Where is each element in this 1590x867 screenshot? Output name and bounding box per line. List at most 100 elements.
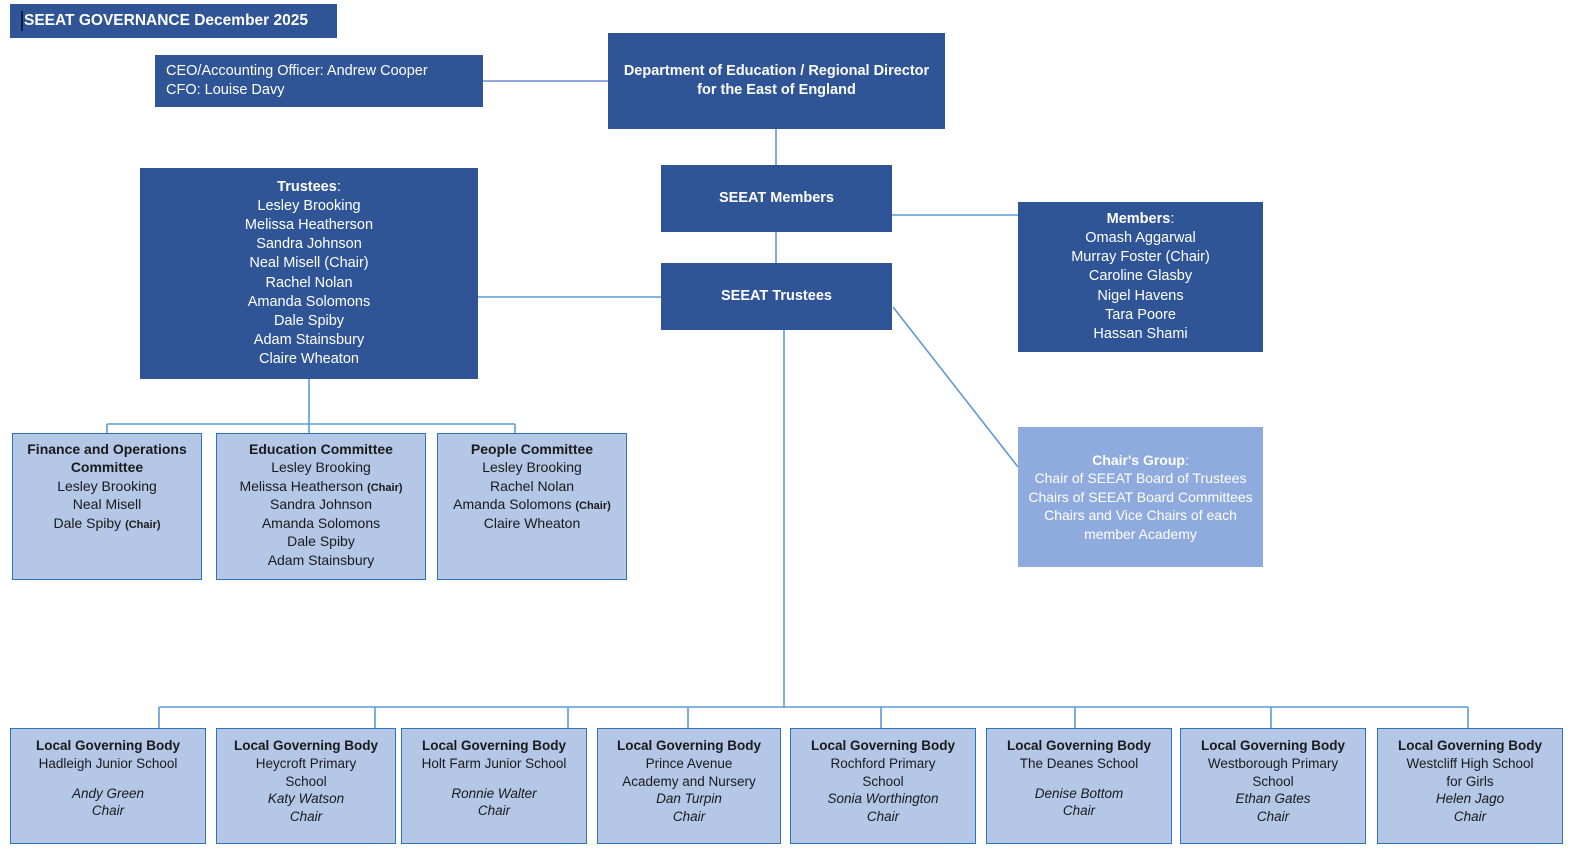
lgb-chair-role: Chair — [866, 809, 900, 825]
chairs-group-line: Chairs and Vice Chairs of each member Ac… — [1044, 507, 1237, 542]
members-heading-suffix: : — [1170, 211, 1175, 228]
lgb-chair-role: Chair — [672, 809, 706, 825]
dfe-line-2: for the East of England — [697, 82, 856, 98]
connector-trustees-to-chairs-group — [892, 306, 1019, 468]
committee-member: Amanda Solomons (Chair) — [453, 496, 611, 513]
trustees-heading-text: Trustees — [277, 178, 337, 195]
lgb-school-name: The Deanes School — [1019, 755, 1139, 771]
committee-title-line2: Committee — [70, 459, 144, 476]
trustee-name: Amanda Solomons — [247, 293, 371, 310]
committee-member: Lesley Brooking — [271, 459, 371, 476]
lgb-school-name: Heycroft Primary — [255, 755, 357, 771]
member-name: Murray Foster (Chair) — [1071, 249, 1210, 266]
lgb-chair-role: Chair — [91, 803, 125, 819]
lgb-chair-name: Denise Bottom — [1034, 785, 1124, 801]
trustee-name: Sandra Johnson — [256, 236, 362, 253]
lgb-label: Local Governing Body — [35, 738, 181, 753]
lgb-chair-name: Andy Green — [71, 785, 145, 801]
member-name: Omash Aggarwal — [1085, 230, 1196, 247]
lgb-label: Local Governing Body — [233, 738, 379, 753]
lgb-chair-name: Katy Watson — [267, 791, 345, 807]
committee-member: Rachel Nolan — [489, 477, 575, 494]
lgb-school-name: Hadleigh Junior School — [38, 755, 178, 771]
committee-member: Neal Misell — [72, 496, 142, 513]
committee-member: Amanda Solomons — [261, 514, 381, 531]
committee-member: Lesley Brooking — [482, 459, 582, 476]
lgb-label: Local Governing Body — [616, 738, 762, 753]
ceo-line: CEO/Accounting Officer: Andrew Cooper — [166, 62, 428, 79]
committee-member: Melissa Heatherson (Chair) — [239, 477, 403, 494]
chairs-group-heading-suffix: : — [1184, 451, 1189, 468]
lgb-school-name-line2: Academy and Nursery — [622, 773, 756, 789]
committee-title: Finance and Operations — [27, 441, 187, 457]
committee-member: Adam Stainsbury — [267, 551, 375, 568]
lgb-school-name-line2: School — [862, 773, 904, 789]
trustee-name: Lesley Brooking — [257, 198, 361, 214]
lgb-chair-role: Chair — [1256, 809, 1290, 825]
trustee-name: Adam Stainsbury — [253, 331, 365, 348]
trustee-name: Claire Wheaton — [259, 351, 359, 367]
lgb-school-name: Westborough Primary — [1207, 755, 1339, 771]
member-name: Caroline Glasby — [1088, 268, 1193, 285]
seeat-members-node: SEEAT Members — [661, 165, 892, 232]
trustee-name: Melissa Heatherson — [244, 217, 374, 234]
lgb-label: Local Governing Body — [1006, 738, 1152, 753]
executive-officers-box: CEO/Accounting Officer: Andrew Cooper CF… — [155, 55, 483, 107]
department-of-education-box: Department of Education / Regional Direc… — [608, 33, 945, 129]
lgb-school-name-line2: School — [285, 773, 327, 789]
lgb-school-name: Holt Farm Junior School — [421, 755, 567, 771]
committee-member: Claire Wheaton — [483, 514, 581, 531]
lgb-label: Local Governing Body — [1200, 738, 1346, 753]
chairs-group-line: Chairs of SEEAT Board Committees — [1028, 488, 1253, 505]
title-banner: SEEAT GOVERNANCE December 2025 — [10, 4, 337, 38]
lgb-school-name-line2: for Girls — [1446, 773, 1494, 789]
lgb-chair-role: Chair — [289, 809, 323, 825]
lgb-school-name: Rochford Primary — [830, 755, 936, 771]
committee-member-role: (Chair) — [575, 500, 611, 513]
title-banner-text: SEEAT GOVERNANCE December 2025 — [24, 11, 308, 29]
committee-member: Dale Spiby (Chair) — [53, 514, 161, 531]
lgb-school-name-line2: School — [1252, 773, 1294, 789]
lgb-label: Local Governing Body — [421, 738, 567, 753]
chairs-group-panel: Chair's Group: Chair of SEEAT Board of T… — [1018, 427, 1263, 567]
dfe-line-1: Department of Education / Regional Direc… — [623, 62, 930, 79]
committee-member: Dale Spiby — [287, 533, 355, 550]
committee-member-role: (Chair) — [367, 481, 403, 494]
lgb-school-name: Prince Avenue — [645, 755, 733, 771]
member-name: Nigel Havens — [1097, 287, 1184, 304]
lgb-label: Local Governing Body — [1397, 738, 1543, 753]
trustee-name: Rachel Nolan — [265, 274, 353, 291]
chairs-group-heading: Chair's Group: — [1092, 451, 1189, 469]
trustees-panel-heading: Trustees: — [277, 178, 341, 197]
trustee-name: Dale Spiby — [273, 312, 345, 329]
lgb-chair-name: Helen Jago — [1435, 791, 1505, 807]
seeat-trustees-label: SEEAT Trustees — [721, 287, 832, 304]
lgb-chair-role: Chair — [1453, 809, 1487, 825]
lgb-label: Local Governing Body — [810, 738, 956, 753]
text-caret — [21, 11, 23, 31]
lgb-chair-name: Ronnie Walter — [451, 785, 537, 801]
lgb-chair-name: Ethan Gates — [1235, 791, 1311, 807]
lgb-chair-name: Sonia Worthington — [827, 791, 939, 807]
committee-member: Sandra Johnson — [270, 496, 372, 513]
lgb-chair-role: Chair — [1062, 803, 1096, 819]
chairs-group-heading-text: Chair's Group — [1092, 451, 1185, 468]
trustees-heading-suffix: : — [336, 178, 341, 195]
committee-title: Education Committee — [249, 441, 393, 457]
seeat-trustees-node: SEEAT Trustees — [661, 263, 892, 330]
trustees-panel: Trustees: Lesley Brooking Melissa Heathe… — [140, 168, 478, 379]
lgb-chair-role: Chair — [477, 803, 511, 819]
